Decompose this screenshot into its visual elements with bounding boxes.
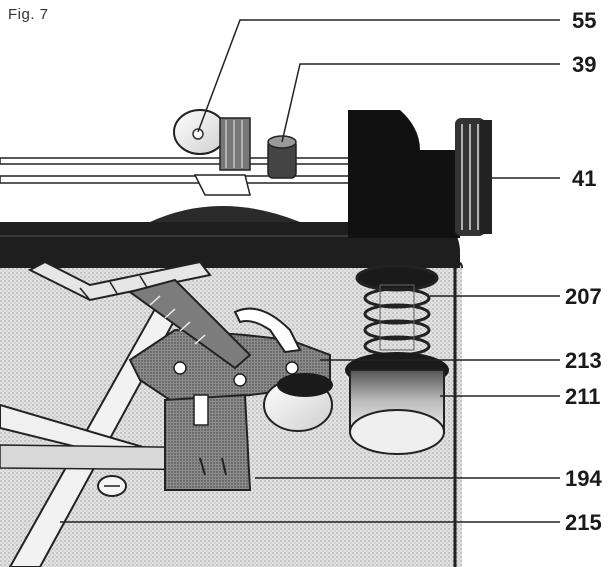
leader-lines xyxy=(60,19,560,523)
knob-41-assembly xyxy=(348,110,492,238)
figure-label: Fig. 7 xyxy=(8,6,49,23)
knob-55 xyxy=(173,109,251,196)
spring-207 xyxy=(355,264,439,357)
cup-211 xyxy=(345,352,449,455)
callout-194: 194 xyxy=(565,466,602,491)
callout-207: 207 xyxy=(565,284,602,309)
round-knob xyxy=(263,373,333,432)
hook-arm xyxy=(233,307,302,354)
callout-41: 41 xyxy=(572,166,596,191)
bracket-194 xyxy=(97,393,252,497)
spring-arm xyxy=(127,278,252,370)
callout-213: 213 xyxy=(565,348,602,373)
callout-215: 215 xyxy=(565,510,602,535)
knob-39 xyxy=(267,135,297,179)
callout-55: 55 xyxy=(572,8,596,33)
callout-39: 39 xyxy=(572,52,596,77)
callout-211: 211 xyxy=(565,384,601,409)
top-frame-bar xyxy=(0,206,460,268)
